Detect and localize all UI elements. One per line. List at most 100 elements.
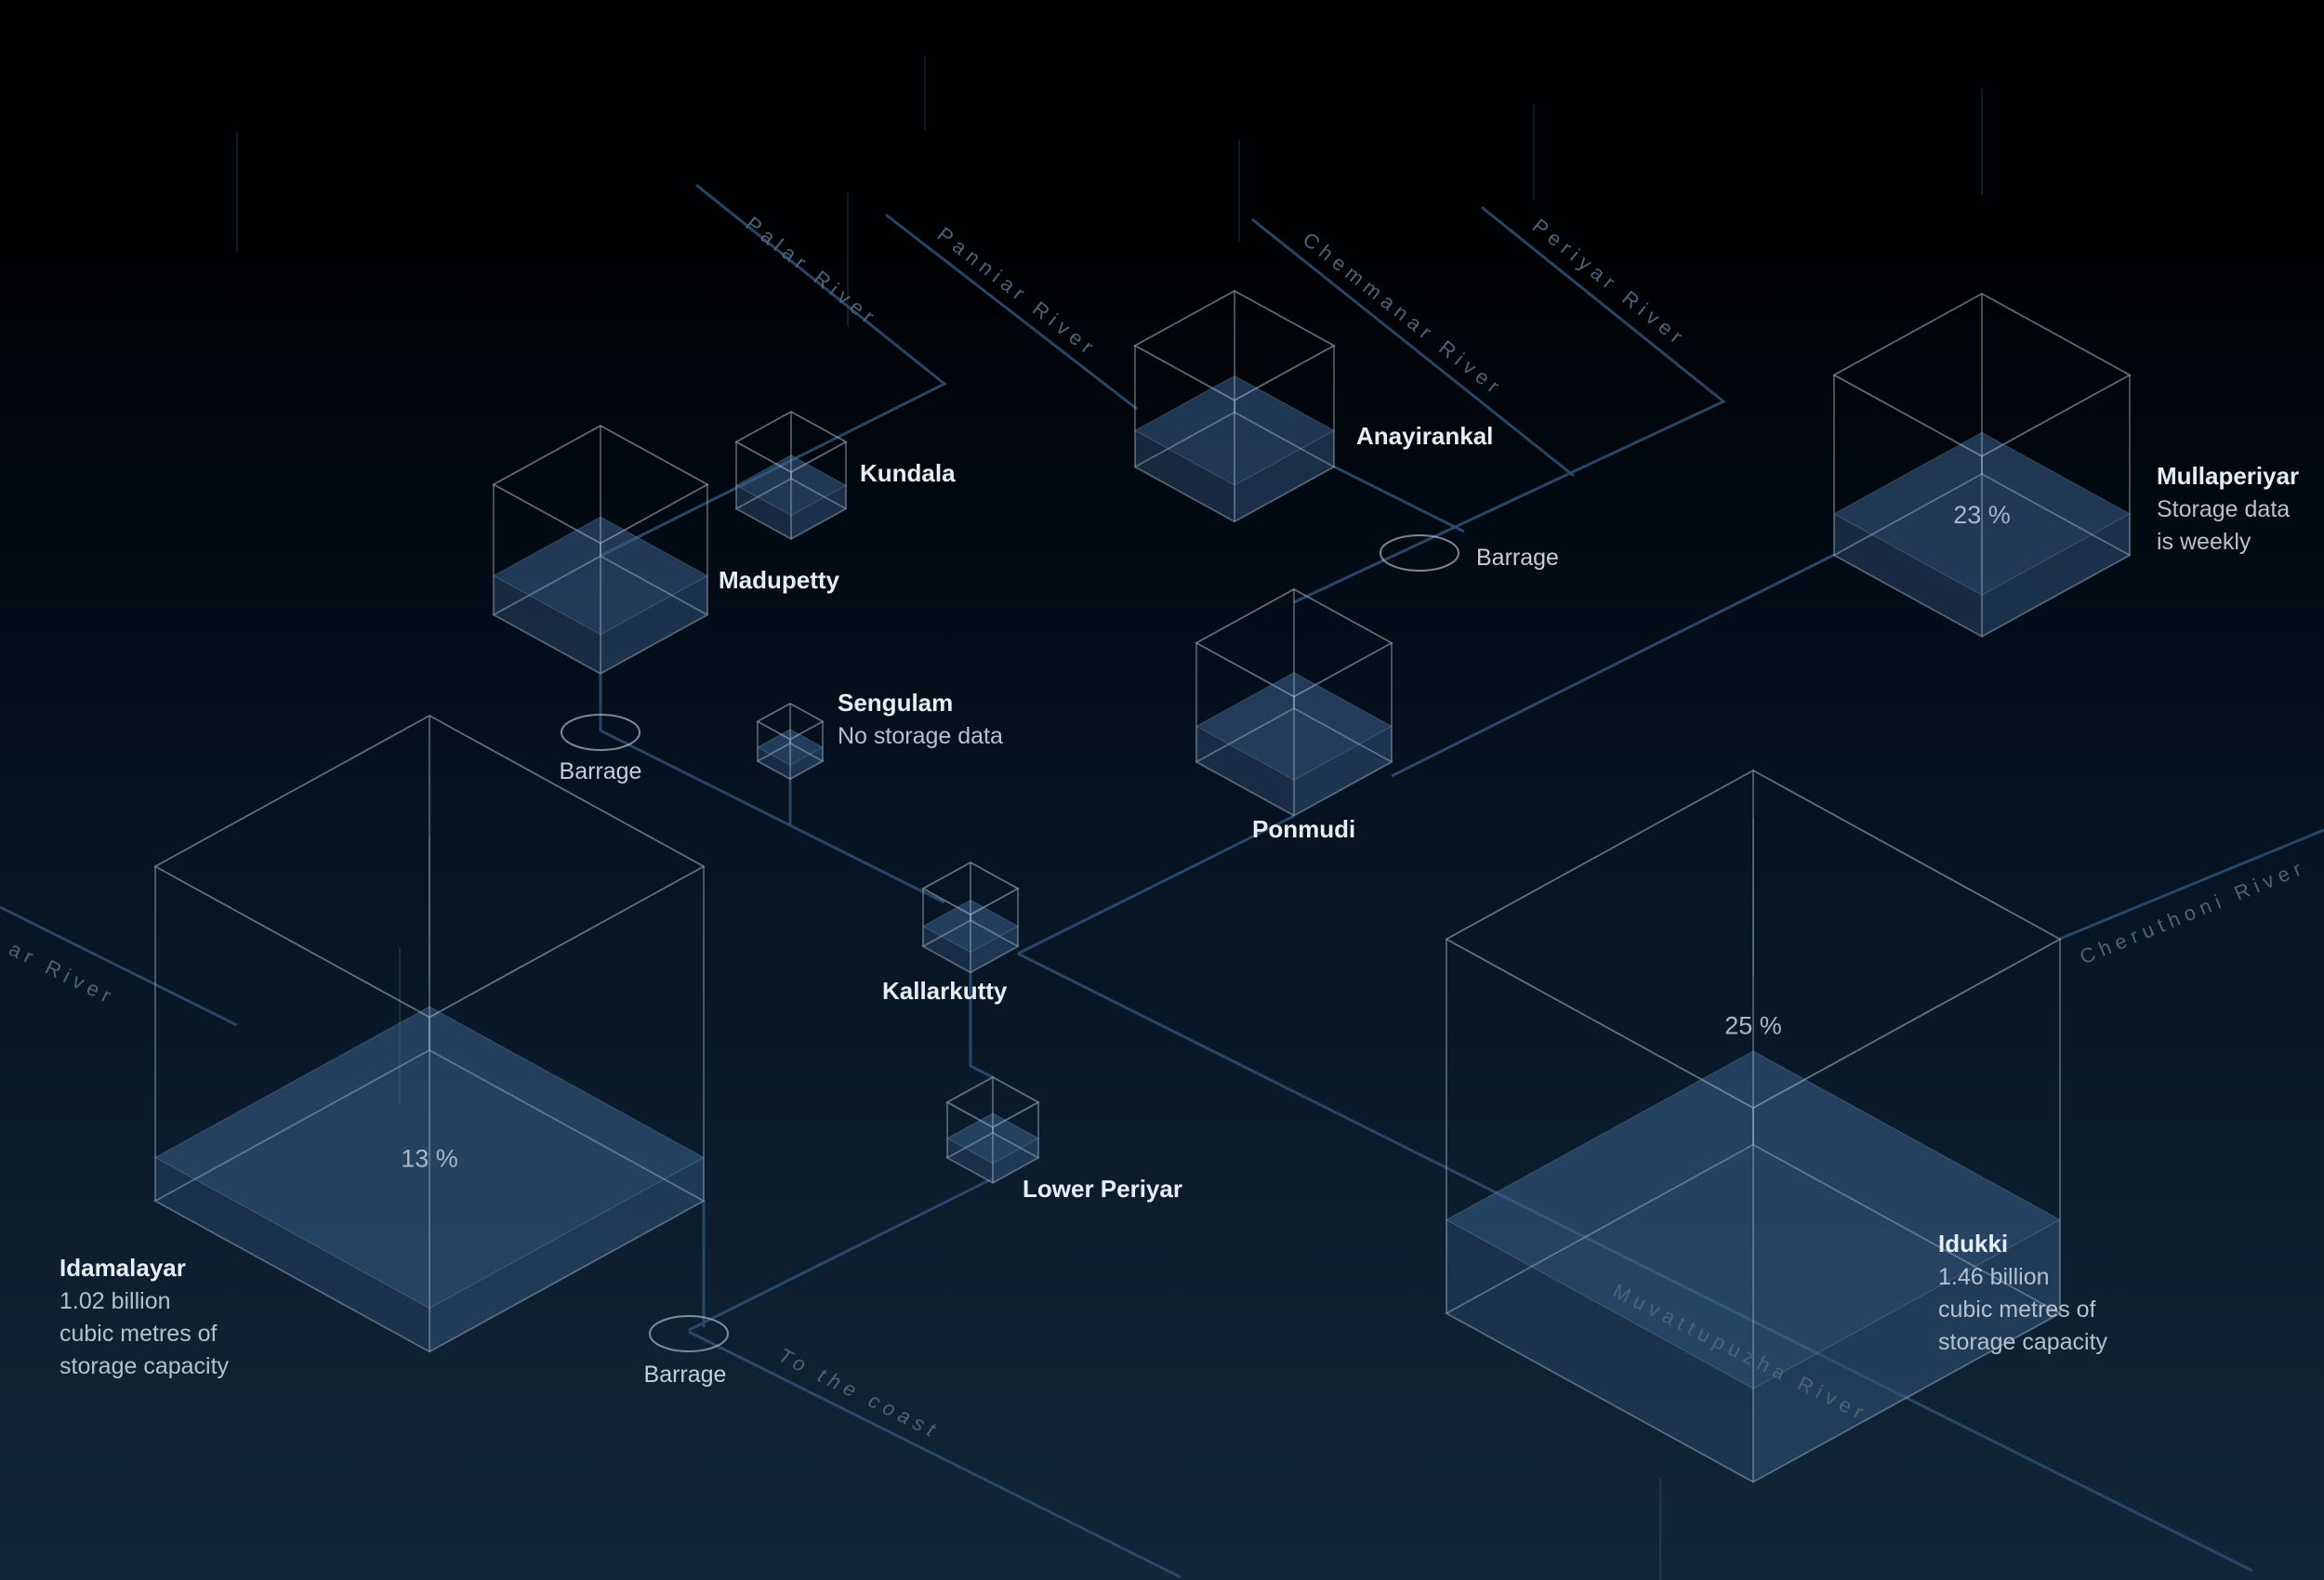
water-right-face xyxy=(429,1157,704,1352)
reservoir-name-mullaperiyar: Mullaperiyar xyxy=(2157,462,2299,490)
water-surface xyxy=(492,516,709,636)
water-left-face xyxy=(494,575,601,674)
reservoir-label-anayirankal: Anayirankal xyxy=(1356,422,1493,450)
water-right-face xyxy=(1235,430,1334,522)
cube-bottom-face xyxy=(492,555,709,675)
reservoir-sublabel-mullaperiyar-1: is weekly xyxy=(2157,529,2251,555)
river-path-panniar xyxy=(885,213,1138,411)
river-path-ponmudi-outflow xyxy=(1017,814,1295,955)
water-right-face xyxy=(1753,1219,2060,1482)
river-path-kallarkutty-drop xyxy=(969,972,994,1079)
water-left-face xyxy=(923,926,971,973)
cube-bottom-face xyxy=(945,1131,1040,1184)
reservoir-sublabel-idamalayar-1: cubic metres of xyxy=(59,1321,218,1347)
reservoir-label-lower-periyar: Lower Periyar xyxy=(1023,1175,1182,1203)
storage-percentage-idukki: 25 % xyxy=(1724,1011,1782,1039)
reservoir-label-ponmudi: Ponmudi xyxy=(1252,815,1355,843)
reservoir-label-kundala: Kundala xyxy=(860,459,956,487)
reservoir-label-madupetty: Madupetty xyxy=(719,566,840,594)
reservoir-cube-sengulam xyxy=(756,702,825,781)
cube-top-face xyxy=(945,1075,1040,1128)
water-left-face xyxy=(1135,430,1235,522)
river-label-chemmanar: Chemmanar River xyxy=(1299,228,1509,402)
river-label-palar: Palar River xyxy=(741,212,882,331)
reservoir-sublabel-mullaperiyar-0: Storage data xyxy=(2157,496,2290,522)
reservoir-sublabel-idamalayar-2: storage capacity xyxy=(59,1353,230,1379)
river-path-to-the-coast xyxy=(688,1330,1182,1579)
reservoir-cube-idamalayar: 13 % xyxy=(153,714,706,1353)
river-path-periyar xyxy=(1293,205,1726,604)
cube-bottom-face xyxy=(1133,411,1336,523)
cube-top-face xyxy=(1133,289,1336,402)
reservoir-name-kallarkutty: Kallarkutty xyxy=(882,977,1008,1005)
river-path-cheruthoni xyxy=(2059,828,2324,941)
cube-top-face xyxy=(1445,769,2062,1110)
barrage-label-coast-barrage: Barrage xyxy=(644,1362,727,1388)
reservoir-name-kundala: Kundala xyxy=(860,459,956,487)
water-left-face xyxy=(947,1138,993,1183)
cube-bottom-face xyxy=(921,919,1020,974)
river-path-chemmanar xyxy=(1251,217,1575,478)
cube-top-face xyxy=(492,424,709,545)
cube-bottom-face xyxy=(756,742,825,781)
cube-top-face xyxy=(756,702,825,741)
water-right-face xyxy=(790,747,823,780)
reservoir-cube-mullaperiyar: 23 % xyxy=(1832,292,2132,638)
reservoir-cube-lower-periyar xyxy=(945,1075,1040,1184)
river-label-panniar: Panniar River xyxy=(933,222,1103,362)
reservoir-name-madupetty: Madupetty xyxy=(719,566,840,594)
water-left-face xyxy=(1446,1219,1753,1482)
reservoir-label-idamalayar: Idamalayar 1.02 billion cubic metres of sto… xyxy=(59,1254,230,1379)
river-path-palar xyxy=(600,183,947,558)
river-label-cheruthoni: Cheruthoni River xyxy=(2077,855,2310,969)
barrage-label-periyar-barrage: Barrage xyxy=(1476,545,1559,571)
reservoir-name-idamalayar: Idamalayar xyxy=(59,1254,186,1282)
reservoir-name-sengulam: Sengulam xyxy=(838,689,953,717)
river-label-periyar: Periyar River xyxy=(1528,214,1692,351)
reservoir-name-idukki: Idukki xyxy=(1938,1230,2008,1257)
reservoir-label-kallarkutty: Kallarkutty xyxy=(882,977,1008,1005)
water-surface xyxy=(153,1006,706,1310)
reservoir-cube-anayirankal xyxy=(1133,289,1336,523)
storage-percentage-mullaperiyar: 23 % xyxy=(1953,501,2011,529)
water-surface xyxy=(1133,375,1336,486)
water-right-face xyxy=(993,1138,1038,1183)
river-path-mullaperiyar-outflow xyxy=(1391,553,1835,778)
water-left-face xyxy=(758,747,790,780)
water-left-face xyxy=(1834,513,1982,637)
cube-top-face xyxy=(734,410,848,473)
reservoir-cube-kallarkutty xyxy=(921,861,1020,974)
river-path-lower-periyar-outflow xyxy=(688,1177,994,1332)
cube-bottom-face xyxy=(1195,707,1393,817)
cube-top-face xyxy=(153,714,706,1019)
storage-percentage-idamalayar: 13 % xyxy=(401,1144,458,1172)
water-surface xyxy=(734,454,848,517)
reservoir-cube-ponmudi xyxy=(1195,587,1393,817)
reservoir-name-ponmudi: Ponmudi xyxy=(1252,815,1355,843)
barrage-marker-periyar-barrage xyxy=(1380,534,1459,572)
water-right-face xyxy=(791,485,846,539)
reservoir-sublabel-idamalayar-0: 1.02 billion xyxy=(59,1288,171,1314)
water-surface xyxy=(945,1113,1040,1165)
river-label-to-the-coast: To the coast xyxy=(774,1343,944,1443)
barrage-label-madupetty-barrage: Barrage xyxy=(560,758,642,784)
reservoir-sublabel-idukki-2: storage capacity xyxy=(1938,1329,2108,1355)
reservoir-cube-kundala xyxy=(734,410,848,540)
reservoir-name-anayirankal: Anayirankal xyxy=(1356,422,1493,450)
cube-bottom-face xyxy=(734,477,848,540)
river-path-idamalayar-inflow xyxy=(0,905,238,1027)
cube-bottom-face xyxy=(1445,1143,2062,1483)
cube-top-face xyxy=(1832,292,2132,457)
barrage-marker-coast-barrage xyxy=(649,1315,729,1352)
cube-top-face xyxy=(921,861,1020,916)
water-right-face xyxy=(1982,513,2130,637)
reservoir-sublabel-sengulam-0: No storage data xyxy=(838,723,1003,749)
water-right-face xyxy=(601,575,707,674)
water-right-face xyxy=(971,926,1018,973)
water-surface xyxy=(921,899,1020,954)
barrage-marker-madupetty-barrage xyxy=(561,714,640,751)
water-right-face xyxy=(1294,726,1392,816)
